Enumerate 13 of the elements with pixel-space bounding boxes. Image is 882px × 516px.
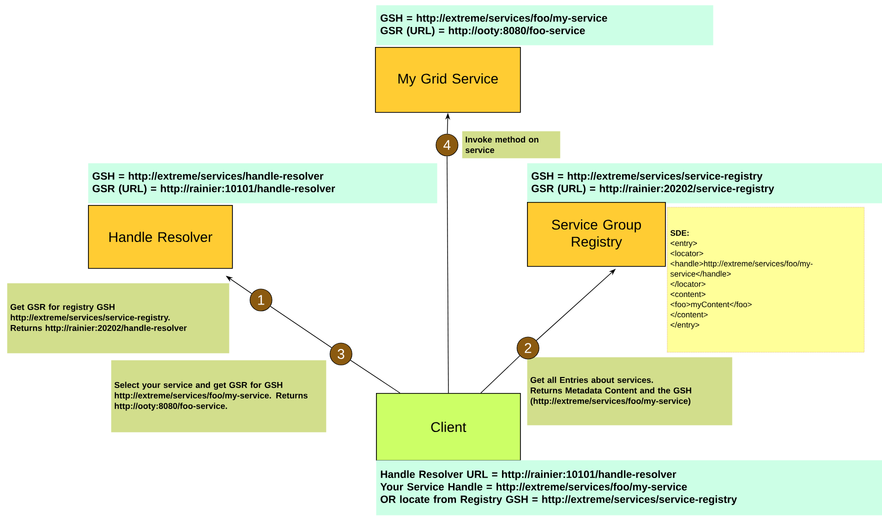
service-box: Service Group Registry (527, 202, 666, 267)
service-box: Handle Resolver (88, 205, 233, 269)
step-note: Get GSR for registry GSH http://extreme/services/service-registry. Returns http://rainier:20202/handle-resolver (7, 283, 230, 354)
info-box: GSH = http://extreme/services/foo/my-service GSR (URL) = http://ooty:8080/foo-service (376, 5, 714, 46)
step-note: Invoke method on service (462, 131, 560, 158)
service-box: My Grid Service (375, 47, 521, 113)
info-box: Handle Resolver URL = http://rainier:10101/handle-resolver Your Service Handle = http://extreme/services/foo/my-service OR locate from Registry GSH = http://extreme/services/service-registry (376, 460, 882, 516)
info-box: GSH = http://extreme/services/handle-resolver GSR (URL) = http://rainier:10101/handle-resolver (88, 163, 438, 204)
info-box: GSH = http://extreme/services/service-registry GSR (URL) = http://rainier:20202/service-registry (527, 163, 882, 204)
xml-note: SDE: <entry> <locator> <handle>http://extreme/services/foo/my-service</handle> </locator> <content> <foo>myContent</foo> </content> </entry> (667, 207, 864, 352)
client-box: Client (376, 393, 521, 461)
step-note: Select your service and get GSR for GSH http://extreme/services/foo/my-service. Returns http://ooty:8080/foo-service. (111, 360, 326, 432)
step-note: Get all Entries about services. Returns Metadata Content and the GSH (http://extreme/services/foo/my-service) (527, 357, 732, 426)
